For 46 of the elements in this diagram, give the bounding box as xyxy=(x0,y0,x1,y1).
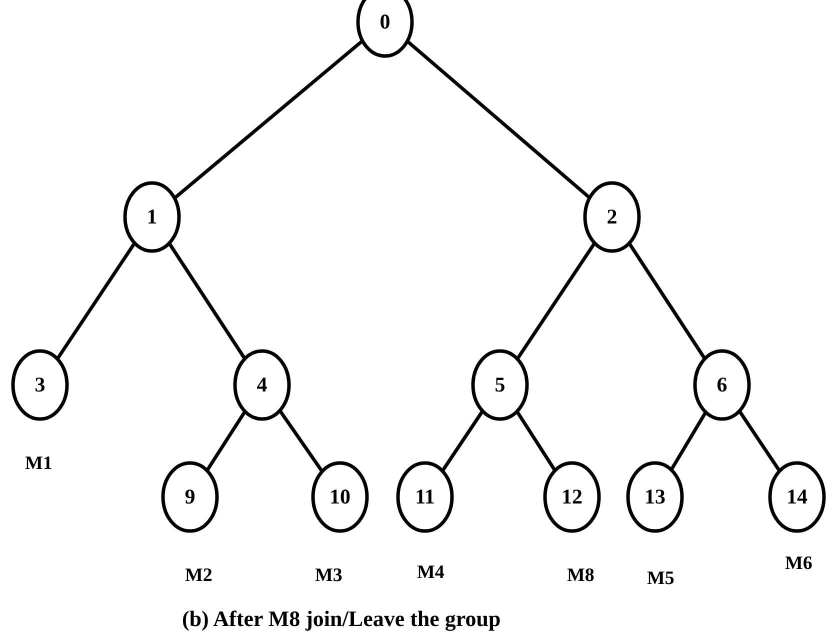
node-number: 3 xyxy=(34,372,46,398)
tree-node xyxy=(543,461,601,533)
tree-edge xyxy=(56,242,136,360)
tree-edge xyxy=(440,410,484,472)
tree-edge xyxy=(406,40,591,200)
member-label: M2 xyxy=(185,565,212,587)
tree-node xyxy=(161,461,219,533)
tree-node xyxy=(471,349,529,421)
caption: (b) After M8 join/Leave the group xyxy=(182,606,501,632)
node-number: 9 xyxy=(184,484,196,510)
tree-node xyxy=(233,349,291,421)
tree-node xyxy=(311,461,369,533)
tree-edge xyxy=(628,242,706,360)
tree-node xyxy=(11,349,69,421)
node-number: 13 xyxy=(644,484,666,510)
node-number: 11 xyxy=(414,484,436,510)
tree-node xyxy=(396,461,454,533)
node-number: 12 xyxy=(560,484,584,510)
node-number: 6 xyxy=(716,372,728,398)
member-label: M1 xyxy=(25,453,52,475)
tree-node xyxy=(123,181,181,253)
member-label: M6 xyxy=(785,553,812,575)
tree-edge xyxy=(206,410,246,472)
member-label: M4 xyxy=(417,562,444,584)
tree-edge xyxy=(516,410,556,472)
tree-node xyxy=(356,0,414,58)
tree-edge xyxy=(168,242,246,360)
node-number: 10 xyxy=(328,484,352,510)
tree-edge xyxy=(738,410,782,472)
node-number: 1 xyxy=(146,204,158,230)
tree-node xyxy=(626,461,684,533)
node-number: 5 xyxy=(494,372,506,398)
tree-node xyxy=(693,349,751,421)
member-label: M3 xyxy=(315,565,342,587)
member-label: M8 xyxy=(567,565,594,587)
tree-edge xyxy=(670,411,708,471)
node-number: 4 xyxy=(256,372,268,398)
member-label: M5 xyxy=(647,568,674,590)
tree-node xyxy=(768,461,826,533)
tree-edge xyxy=(173,39,364,200)
node-number: 14 xyxy=(786,484,808,510)
node-number: 2 xyxy=(606,204,618,230)
tree-edge xyxy=(278,410,324,472)
tree-edge xyxy=(516,242,596,360)
node-number: 0 xyxy=(378,10,392,34)
tree-node xyxy=(583,181,641,253)
